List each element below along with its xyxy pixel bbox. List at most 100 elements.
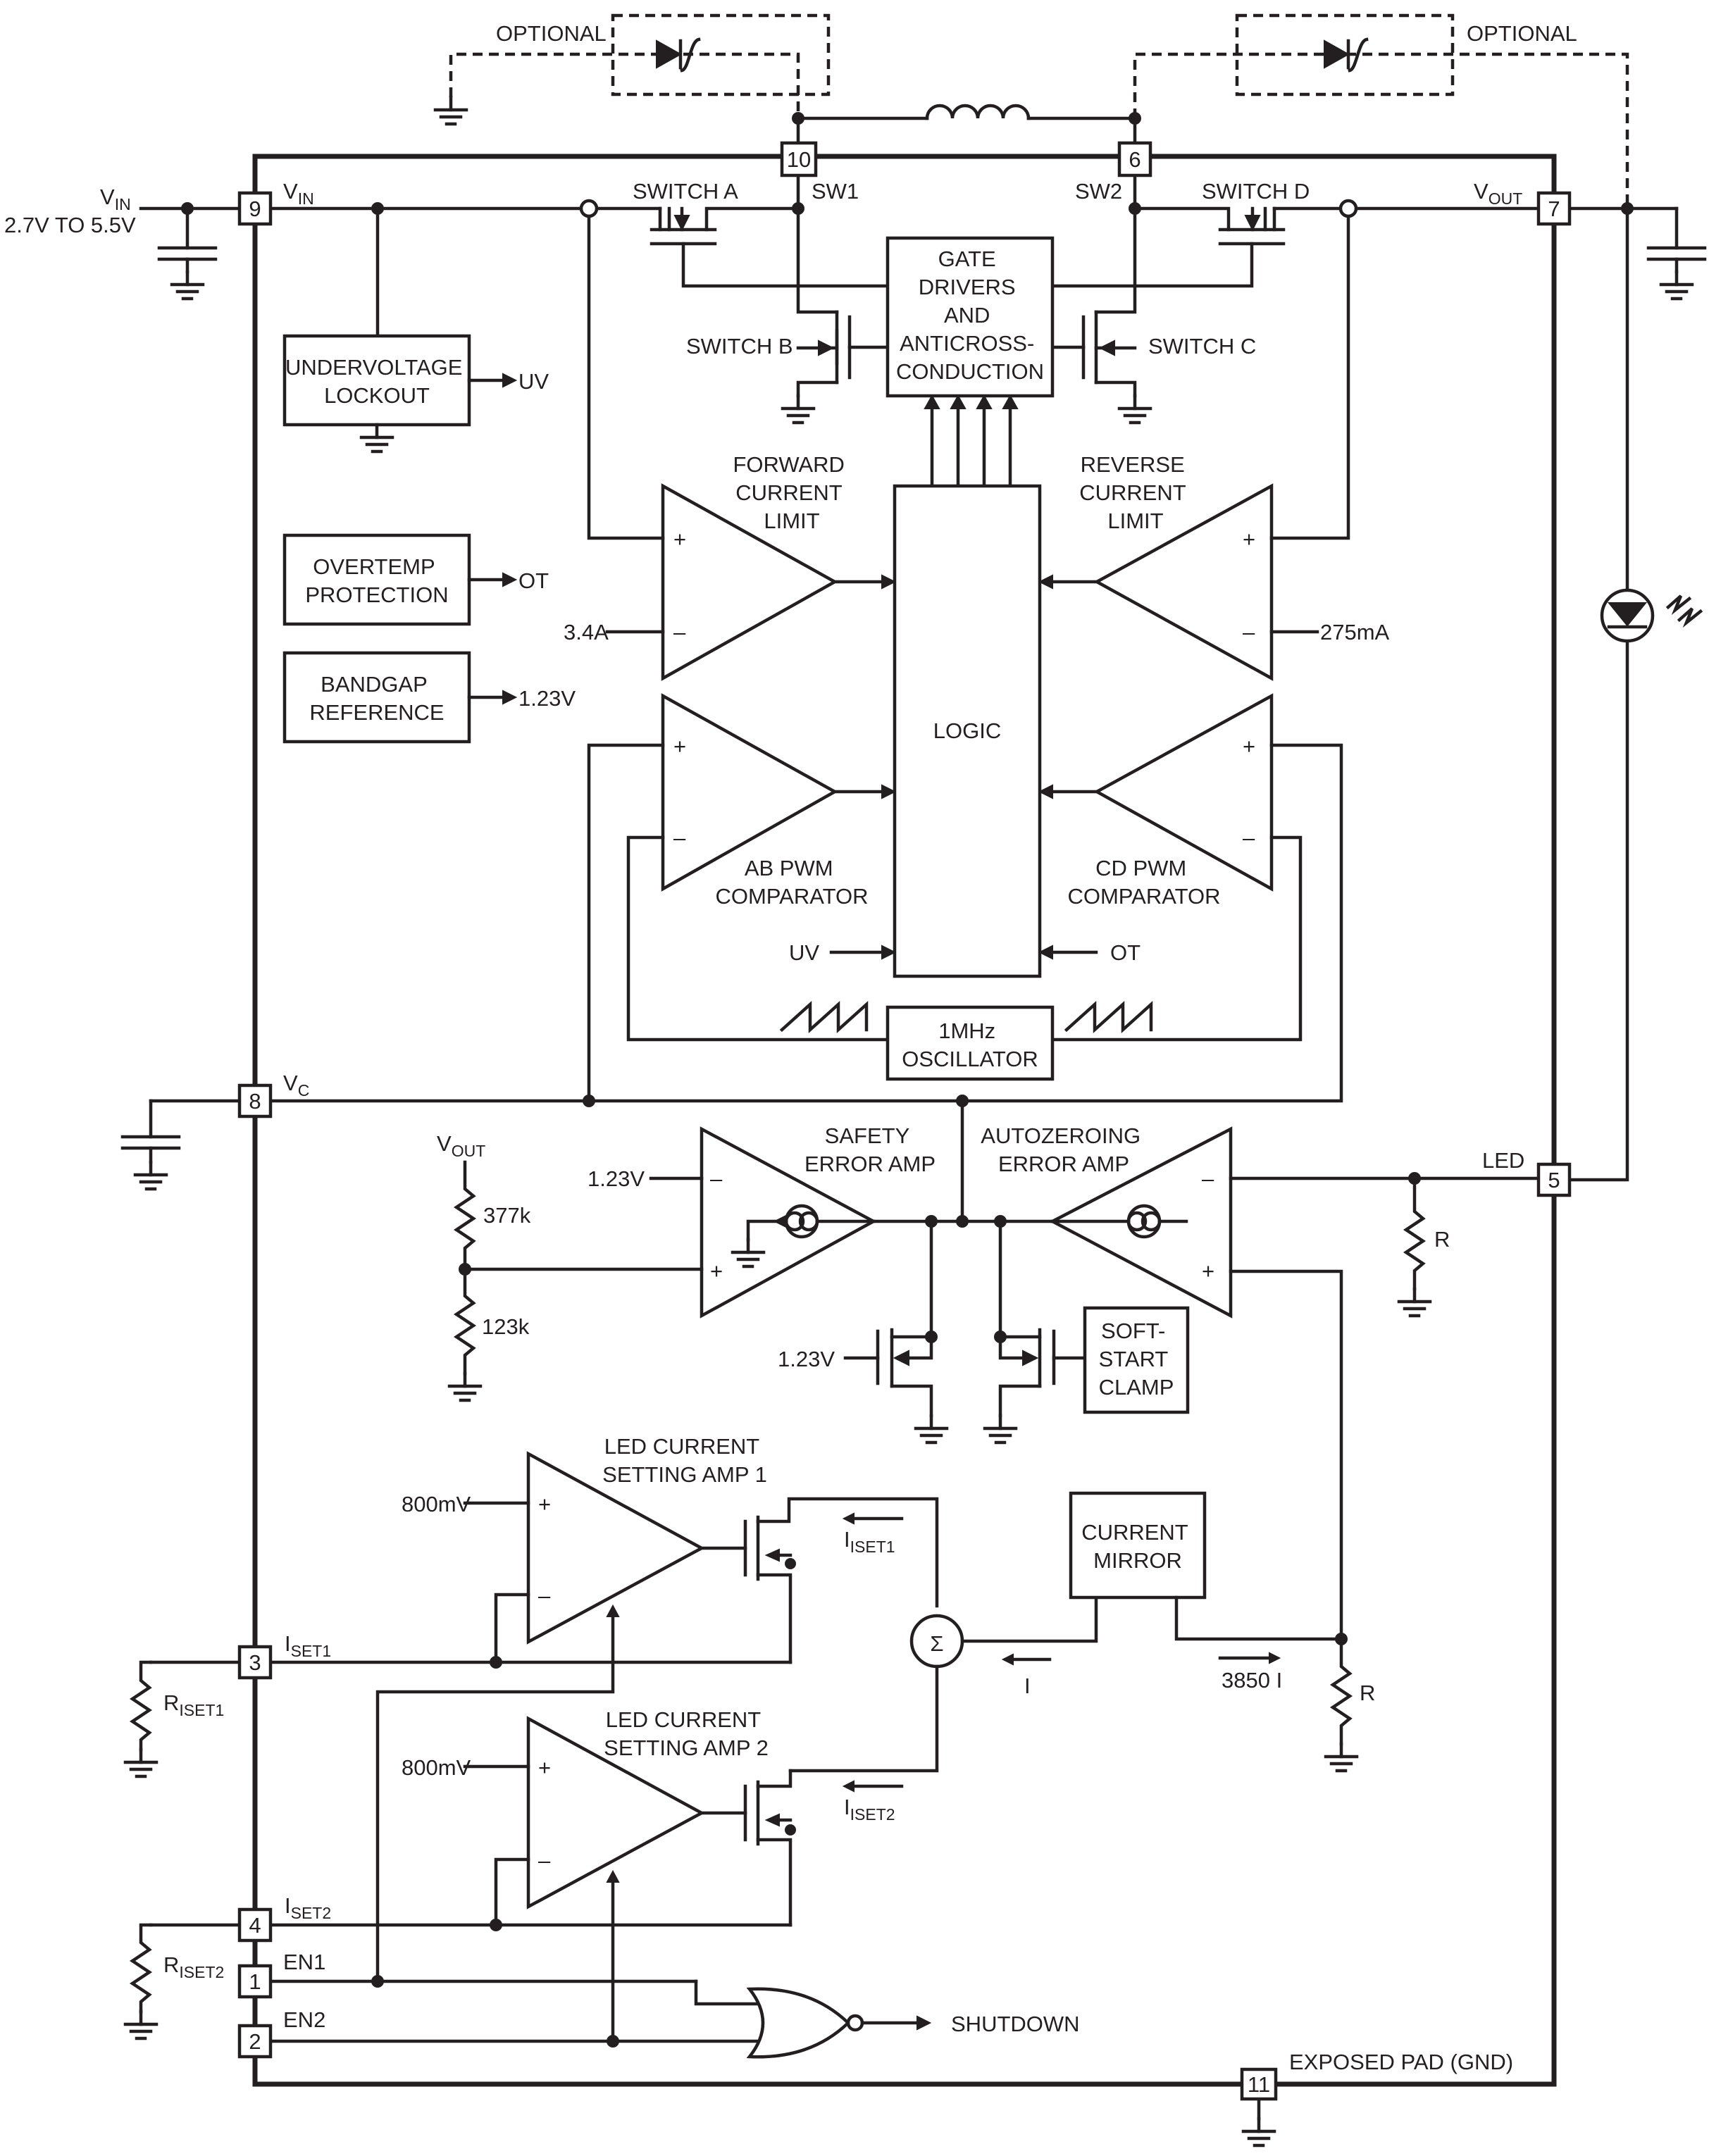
svg-text:–: – xyxy=(1243,620,1255,644)
ab-pwm-comparator: + – xyxy=(587,693,895,1103)
optional-left-label: OPTIONAL xyxy=(496,21,607,46)
cd-pwm-text: CD PWM COMPARATOR xyxy=(1067,856,1220,909)
sw1-label: SW1 xyxy=(812,179,859,204)
iset1-pin-label: ISET1 xyxy=(285,1631,331,1660)
led-amp2-pmos xyxy=(743,1769,796,1927)
led-pin-label: LED xyxy=(1482,1148,1524,1173)
r-mirror-label: R xyxy=(1360,1681,1375,1705)
optional-schottky-right xyxy=(1133,13,1629,208)
logic-block xyxy=(893,484,1042,978)
pin-10: 10 xyxy=(780,141,818,177)
vout-divider-label: VOUT xyxy=(437,1131,485,1160)
switch-b-mosfet xyxy=(783,206,890,423)
ref800-2-label: 800mV xyxy=(402,1755,471,1780)
riset1-resistor xyxy=(125,1660,156,1776)
svg-text:+: + xyxy=(1202,1259,1214,1283)
switch-d-mosfet xyxy=(1050,206,1286,288)
switch-a-label: SWITCH A xyxy=(633,179,738,204)
r123k-label: 123k xyxy=(482,1314,530,1339)
i-iset1-label: IISET1 xyxy=(844,1527,895,1556)
overtemp-text: OVERTEMP PROTECTION xyxy=(305,554,448,607)
svg-text:6: 6 xyxy=(1129,147,1141,172)
svg-text:8: 8 xyxy=(249,1089,261,1114)
svg-text:1: 1 xyxy=(249,1969,261,1994)
led-amp1-text: LED CURRENT SETTING AMP 1 xyxy=(602,1434,767,1487)
gate-drivers-block xyxy=(885,236,1055,398)
uv-input-label: UV xyxy=(789,940,819,965)
exposed-pad-label: EXPOSED PAD (GND) xyxy=(1289,2050,1513,2074)
pin-8: 8 xyxy=(237,1083,273,1118)
feedback-divider xyxy=(449,1160,704,1400)
pin-5: 5 xyxy=(1536,1162,1572,1197)
bandgap-text: BANDGAP REFERENCE xyxy=(309,672,444,725)
svg-text:–: – xyxy=(538,1583,551,1608)
autozeroing-error-amp: – + xyxy=(1049,1126,1556,1641)
i-arrow xyxy=(1001,1653,1052,1666)
sawtooth-left-icon xyxy=(779,1000,869,1034)
pin-1: 1 xyxy=(237,1964,273,1999)
vin-capacitor xyxy=(157,206,218,299)
oscillator-block xyxy=(885,1005,1055,1081)
svg-text:10: 10 xyxy=(787,147,811,172)
rcl-ref-label: 275mA xyxy=(1320,620,1390,644)
i-label: I xyxy=(1024,1674,1031,1698)
i-iset2-label: IISET2 xyxy=(844,1795,895,1824)
sigma-symbol: Σ xyxy=(930,1631,943,1656)
logic-to-drivers-arrows xyxy=(924,394,1019,488)
vc-capacitor xyxy=(120,1099,181,1189)
svg-text:–: – xyxy=(710,1166,723,1191)
svg-text:11: 11 xyxy=(1248,2072,1270,2097)
fet-gate-ref-label: 1.23V xyxy=(778,1347,835,1371)
optional-right-label: OPTIONAL xyxy=(1467,21,1577,46)
pin-11: 11 xyxy=(1240,2067,1278,2101)
led-amp2-text: LED CURRENT SETTING AMP 2 xyxy=(604,1707,769,1760)
bandgap-block xyxy=(282,651,471,744)
riset1-label: RISET1 xyxy=(163,1690,224,1719)
clamp-nmos-left xyxy=(843,1219,947,1442)
pin-7: 7 xyxy=(1536,191,1572,226)
en2-label: EN2 xyxy=(283,2007,325,2032)
led-current-setting-amp-2: + – xyxy=(463,1716,747,1927)
sawtooth-right-icon xyxy=(1064,1000,1153,1034)
pin-3: 3 xyxy=(237,1645,273,1680)
led-amp1-pmos xyxy=(743,1497,939,1664)
autozero-amp-text: AUTOZEROING ERROR AMP xyxy=(981,1123,1146,1176)
svg-text:2: 2 xyxy=(249,2029,261,2054)
svg-text:4: 4 xyxy=(249,1913,261,1938)
svg-text:+: + xyxy=(1243,734,1255,759)
svg-text:+: + xyxy=(538,1755,551,1780)
svg-text:–: – xyxy=(1243,825,1255,850)
reverse-cl-text: REVERSE CURRENT LIMIT xyxy=(1079,452,1192,533)
svg-text:+: + xyxy=(673,734,686,759)
svg-text:5: 5 xyxy=(1548,1168,1560,1192)
i3850-arrow xyxy=(1218,1652,1281,1664)
iset2-pin-label: ISET2 xyxy=(285,1893,331,1922)
uvlo-block xyxy=(282,334,471,427)
overtemp-block xyxy=(282,533,471,626)
vin-range-label: 2.7V TO 5.5V xyxy=(4,213,136,237)
pin-6: 6 xyxy=(1117,141,1152,177)
oscillator-text: 1MHz OSCILLATOR xyxy=(902,1018,1038,1071)
vin-pin-label: VIN xyxy=(283,179,314,208)
i-iset1-arrow xyxy=(842,1512,904,1525)
svg-text:–: – xyxy=(673,825,686,850)
uvlo-text: UNDERVOLTAGE LOCKOUT xyxy=(285,355,468,408)
en1-label: EN1 xyxy=(283,1950,325,1974)
svg-text:+: + xyxy=(538,1492,551,1516)
pin-4: 4 xyxy=(237,1907,273,1943)
switch-a-mosfet xyxy=(650,206,890,288)
current-mirror-block xyxy=(1069,1491,1207,1600)
switch-b-label: SWITCH B xyxy=(686,334,793,359)
clamp-nmos-right xyxy=(985,1219,1087,1442)
vc-pin-label: VC xyxy=(283,1071,309,1099)
soft-start-clamp-block xyxy=(1083,1306,1190,1414)
r377k-label: 377k xyxy=(483,1203,531,1228)
led-current-setting-amp-1: + – xyxy=(463,1451,747,1664)
inductor xyxy=(796,104,1137,120)
riset2-label: RISET2 xyxy=(163,1952,224,1981)
ot-output-label: OT xyxy=(518,568,549,593)
riset2-resistor xyxy=(125,1923,156,2038)
safety-amp-text: SAFETY ERROR AMP xyxy=(804,1123,936,1176)
uv-output-label: UV xyxy=(518,369,549,394)
